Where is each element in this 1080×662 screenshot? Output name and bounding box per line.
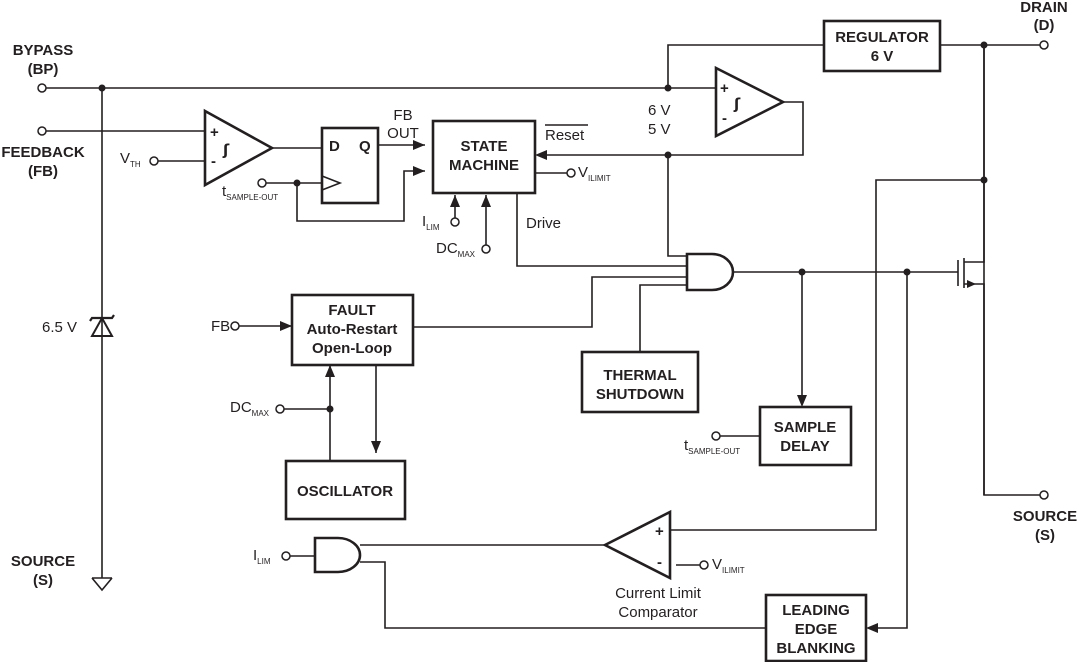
thermal-line1: THERMAL: [603, 367, 676, 384]
sample-delay-line2: DELAY: [780, 438, 829, 455]
bypass-comparator: + - ʃ: [714, 65, 786, 139]
state-machine-line2: MACHINE: [449, 157, 519, 174]
d-flip-flop: D Q: [320, 126, 380, 205]
drive-label: Drive: [526, 215, 561, 232]
drain-abbr: (D): [1034, 17, 1055, 34]
ref-5v-label: 5 V: [648, 121, 671, 138]
hysteresis-icon: ʃ: [222, 141, 230, 159]
state-machine-line1: STATE: [461, 138, 508, 155]
oscillator-block: OSCILLATOR: [284, 459, 407, 521]
dcmax-fault-pin: [275, 404, 285, 414]
sample-delay-block: SAMPLE DELAY: [758, 405, 853, 467]
current-limit-comparator: + -: [602, 509, 672, 581]
vilimit-pin: [566, 168, 576, 178]
fault-line3: Open-Loop: [312, 340, 392, 357]
ilim-pin: [450, 217, 460, 227]
plus-sign: +: [655, 523, 664, 540]
fb-in-pin: [230, 321, 240, 331]
leb-line2: EDGE: [795, 621, 838, 638]
junction-dot: [903, 268, 911, 276]
junction-dots: [98, 41, 988, 413]
junction-dot: [98, 84, 106, 92]
plus-sign: +: [720, 80, 729, 97]
pin-circles: [37, 40, 1049, 570]
thermal-line2: SHUTDOWN: [596, 386, 684, 403]
source-left-abbr: (S): [33, 572, 53, 589]
feedback-comparator: + - ʃ: [203, 108, 275, 188]
current-limit-comparator-line2: Comparator: [618, 604, 697, 621]
vth-label: VTH: [120, 150, 141, 169]
minus-sign: -: [211, 153, 216, 170]
source-right-label: SOURCE: [1013, 508, 1077, 525]
ff-q-label: Q: [359, 138, 371, 155]
drive-and-gate: [685, 252, 735, 292]
plus-sign: +: [210, 124, 219, 141]
sample-delay-line1: SAMPLE: [774, 419, 837, 436]
reset-label: Reset: [545, 127, 585, 144]
sample-out-pin: [257, 178, 267, 188]
junction-dot: [798, 268, 806, 276]
fb-out-line1: FB: [393, 107, 412, 124]
junction-dot: [980, 176, 988, 184]
junction-dot: [293, 179, 301, 187]
junction-dot: [664, 84, 672, 92]
vilimit-label: VILIMIT: [578, 164, 611, 183]
sample-out-label: tSAMPLE-OUT: [222, 183, 278, 202]
current-limit-and-gate: [313, 536, 362, 574]
sample-out-2-label: tSAMPLE-OUT: [684, 437, 740, 456]
oscillator-label: OSCILLATOR: [297, 483, 393, 500]
sample-out-2-pin: [711, 431, 721, 441]
ff-d-label: D: [329, 138, 340, 155]
leb-line1: LEADING: [782, 602, 850, 619]
regulator-block: REGULATOR 6 V: [822, 19, 942, 73]
junction-dot: [980, 41, 988, 49]
junction-dot: [664, 151, 672, 159]
source-right-pin: [1039, 490, 1049, 500]
ilim-and-label: ILIM: [253, 547, 271, 566]
wires: [45, 44, 1040, 629]
state-machine-block: STATE MACHINE: [431, 119, 537, 195]
hysteresis-icon: ʃ: [733, 95, 741, 113]
drain-label: DRAIN: [1020, 0, 1068, 16]
mosfet-arrow: [967, 280, 976, 288]
source-right-abbr: (S): [1035, 527, 1055, 544]
feedback-label: FEEDBACK: [1, 144, 85, 161]
regulator-line2: 6 V: [871, 48, 894, 65]
drain-pin: [1039, 40, 1049, 50]
ilim-label: ILIM: [422, 213, 440, 232]
vilimit-2-label: VILIMIT: [712, 556, 745, 575]
bypass-label: BYPASS: [13, 42, 74, 59]
bypass-pin: [37, 83, 47, 93]
source-left-label: SOURCE: [11, 553, 75, 570]
zener-voltage-label: 6.5 V: [42, 319, 77, 336]
fb-in-label: FB: [211, 318, 230, 335]
thermal-shutdown-block: THERMAL SHUTDOWN: [580, 350, 700, 414]
minus-sign: -: [722, 110, 727, 127]
minus-sign: -: [657, 554, 662, 571]
fault-block: FAULT Auto-Restart Open-Loop: [290, 293, 415, 367]
fb-out-line2: OUT: [387, 125, 419, 142]
feedback-abbr: (FB): [28, 163, 58, 180]
ref-6v-label: 6 V: [648, 102, 671, 119]
regulator-line1: REGULATOR: [835, 29, 929, 46]
vth-pin: [149, 156, 159, 166]
leading-edge-blanking-block: LEADING EDGE BLANKING: [764, 593, 868, 662]
arrowheads: [280, 140, 878, 633]
dcmax-label: DCMAX: [436, 240, 476, 259]
ilim-and-pin: [281, 551, 291, 561]
current-limit-comparator-line1: Current Limit: [615, 585, 702, 602]
zener-diode: [89, 314, 115, 337]
dcmax-pin: [481, 244, 491, 254]
vilimit-2-pin: [699, 560, 709, 570]
bypass-abbr: (BP): [28, 61, 59, 78]
leb-line3: BLANKING: [776, 640, 855, 657]
fault-line2: Auto-Restart: [307, 321, 398, 338]
dcmax-fault-label: DCMAX: [230, 399, 270, 418]
fault-line1: FAULT: [328, 302, 375, 319]
junction-dot: [326, 405, 334, 413]
feedback-pin: [37, 126, 47, 136]
